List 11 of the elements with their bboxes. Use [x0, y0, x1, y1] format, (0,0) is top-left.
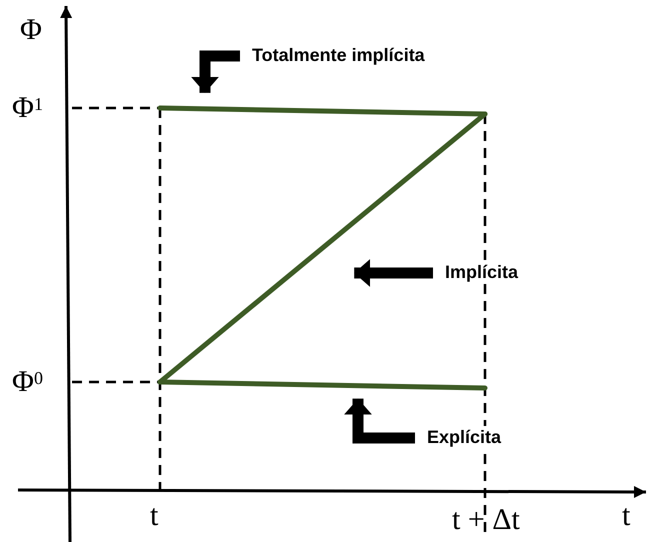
- axis-label: t: [622, 500, 630, 532]
- tick-label: Φ$^{1}$: [12, 92, 43, 124]
- tick-label: Φ$^{0}$: [12, 366, 43, 398]
- method-label: Explícita: [425, 426, 504, 448]
- bent-arrow: [354, 259, 433, 287]
- tick-label: t: [150, 500, 158, 532]
- axis-label: Φ: [20, 14, 42, 46]
- bent-arrow: [344, 398, 415, 444]
- trend-line: [158, 380, 488, 390]
- trend-line: [158, 106, 488, 116]
- tick-label: t + Δt: [452, 504, 520, 536]
